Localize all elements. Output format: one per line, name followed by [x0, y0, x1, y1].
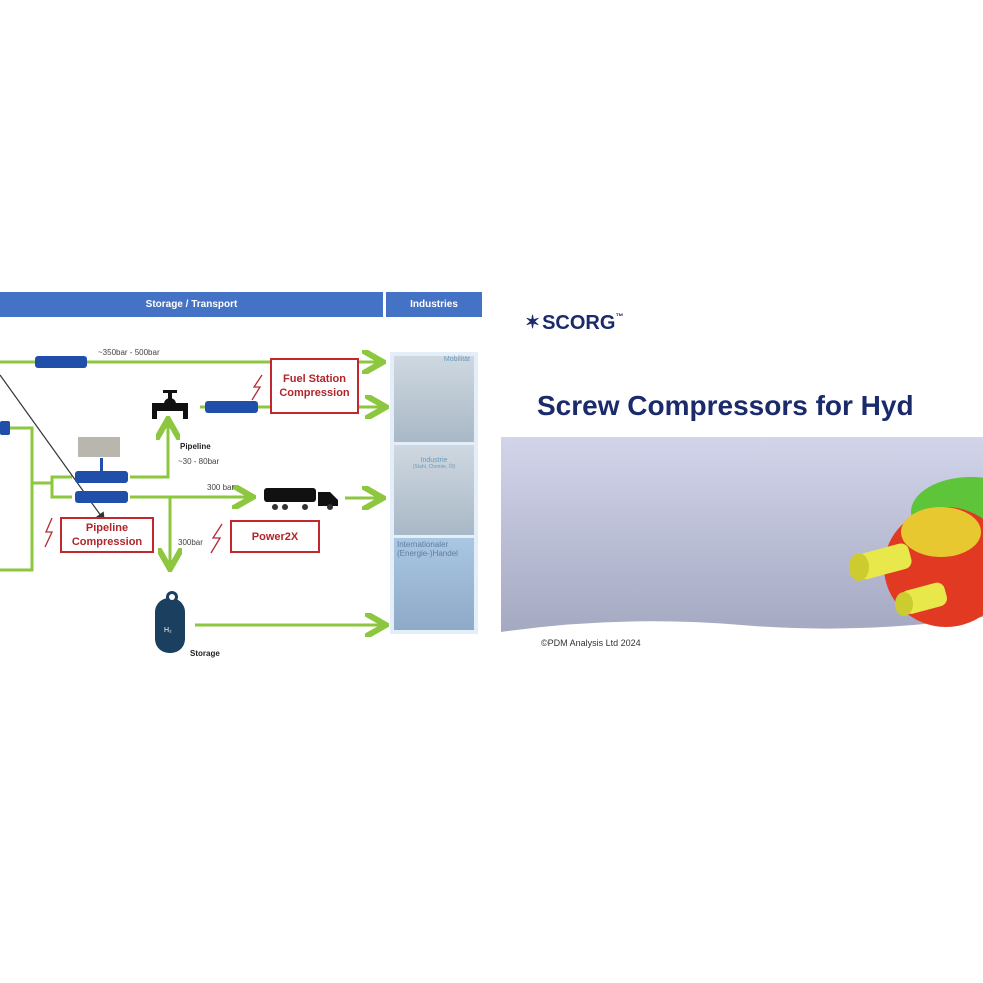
industry-tile-industry: Industrie(Stahl, Chemie, Öl): [394, 445, 474, 535]
tile-label: Internationaler (Energie-)Handel: [397, 540, 458, 558]
power2x-box: Power2X: [230, 520, 320, 553]
lightning-icons: [44, 374, 263, 554]
header-label: Storage / Transport: [145, 299, 238, 310]
industry-tile-trade: Internationaler (Energie-)Handel: [394, 538, 474, 630]
industry-tile-mobility: Mobilität: [394, 356, 474, 442]
star-icon: ✶: [525, 312, 541, 332]
screw-rotor-image: [501, 477, 983, 642]
header-label: Industries: [410, 299, 458, 310]
slide-banner: [501, 437, 983, 642]
storage-pressure-label: 300bar: [178, 538, 203, 547]
truck-icon: [264, 488, 338, 510]
pipeline-label: Pipeline: [180, 442, 211, 451]
fuel-station-compression-box: Fuel Station Compression: [270, 358, 359, 414]
top-pressure-label: ~350bar - 500bar: [98, 348, 160, 357]
h2-tank-icon: [155, 591, 185, 653]
tile-label: Mobilität: [443, 356, 470, 363]
tank-label: H₂: [164, 627, 172, 634]
compressor-icons: [0, 356, 258, 503]
storage-label: Storage: [190, 649, 220, 658]
tile-sublabel: (Stahl, Chemie, Öl): [412, 464, 456, 470]
copyright-text: ©PDM Analysis Ltd 2024: [541, 638, 641, 648]
industries-header: Industries: [386, 292, 482, 317]
valve-icon: [152, 390, 188, 419]
slide-title: Screw Compressors for Hyd: [537, 390, 914, 421]
pipeline-pressure-label: ~30 - 80bar: [178, 457, 220, 466]
storage-transport-header: Storage / Transport: [0, 292, 383, 317]
logo-text: SCORG: [542, 312, 616, 334]
truck-pressure-label: 300 bar: [207, 483, 235, 492]
machine-image: [78, 437, 120, 457]
tile-label: Industrie: [420, 457, 448, 464]
pipeline-compression-box: Pipeline Compression: [60, 517, 154, 553]
flow-lines: [0, 0, 500, 653]
logo-tm: ™: [615, 312, 624, 321]
